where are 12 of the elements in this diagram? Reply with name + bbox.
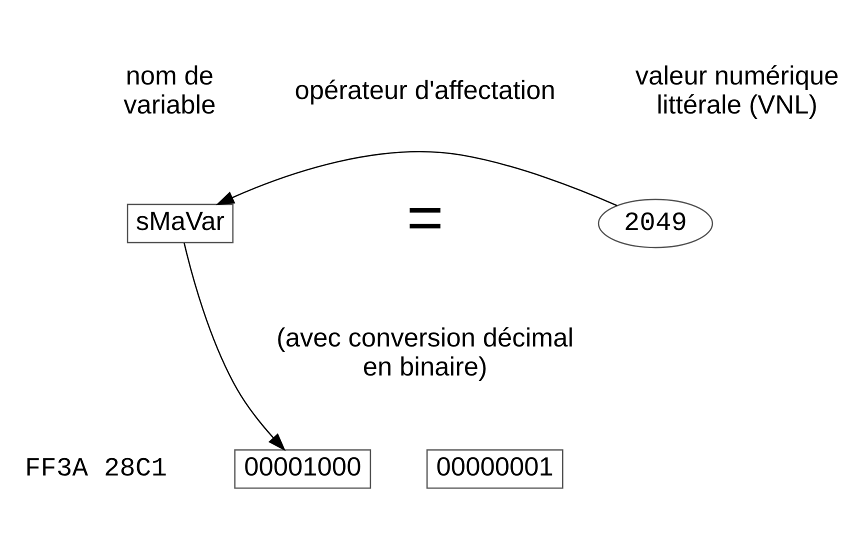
node-box: 00001000 (234, 448, 372, 488)
label: opérateur d'affectation (294, 74, 556, 105)
node-box: sMaVar (126, 203, 234, 243)
label: = (406, 182, 444, 253)
label: FF3A 28C1 (24, 453, 168, 484)
label: valeur numérique littérale (VNL) (635, 60, 839, 120)
label: nom de variable (124, 60, 216, 120)
arrow (216, 150, 618, 206)
arrow (184, 242, 286, 451)
node-box: 00000001 (426, 448, 564, 488)
label: (avec conversion décimal en binaire) (276, 322, 574, 382)
node-ellipse: 2049 (598, 198, 714, 248)
